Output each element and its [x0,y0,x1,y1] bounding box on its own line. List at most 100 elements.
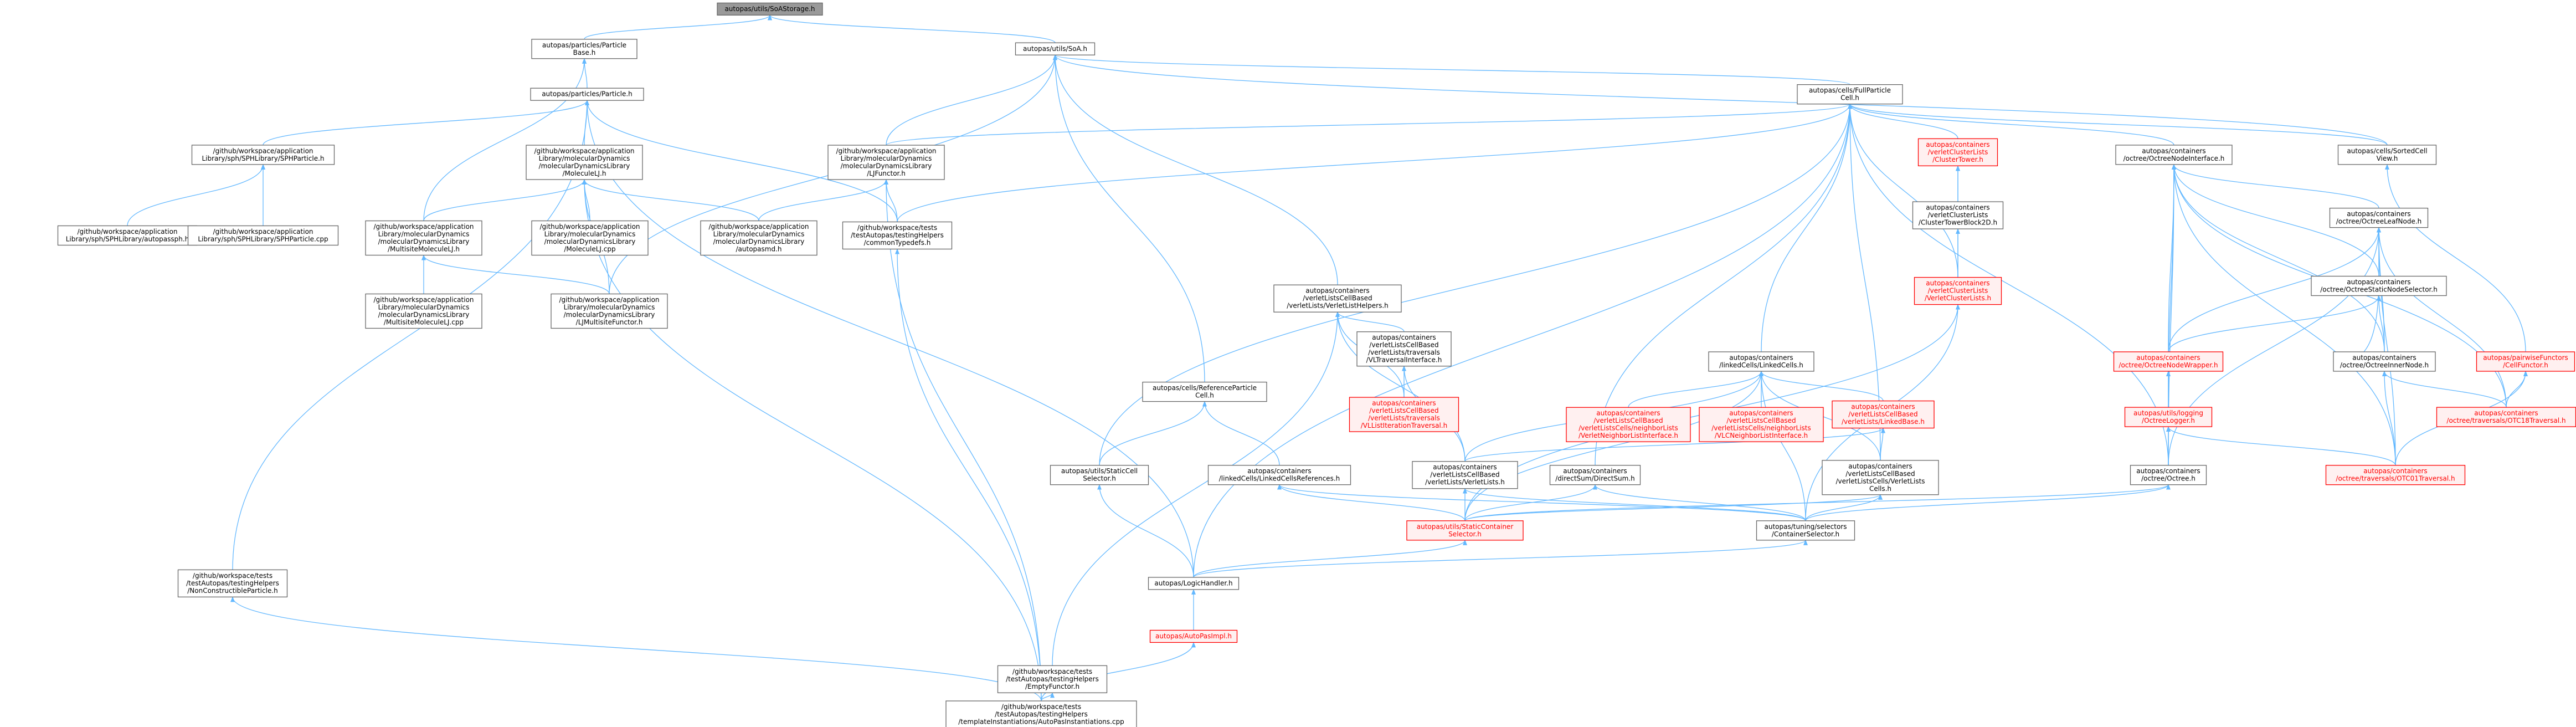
graph-node-onss[interactable]: autopas/containers/octree/OctreeStaticNo… [2311,275,2447,296]
node-label-line: Cells.h [1869,485,1891,493]
graph-node-ph[interactable]: autopas/particles/Particle.h [530,88,644,101]
graph-node-root[interactable]: autopas/utils/SoAStorage.h [717,2,823,16]
graph-node-oct[interactable]: autopas/containers/octree/Octree.h [2130,465,2207,485]
graph-node-oln[interactable]: autopas/containers/octree/OctreeLeafNode… [2329,207,2429,228]
graph-node-mlj[interactable]: /github/workspace/applicationLibrary/mol… [526,145,643,180]
graph-node-amd[interactable]: /github/workspace/applicationLibrary/mol… [700,220,817,256]
graph-node-ncp[interactable]: /github/workspace/tests/testAutopas/test… [177,569,288,598]
graph-node-dsum[interactable]: autopas/containers/directSum/DirectSum.h [1549,465,1641,485]
node-label-line: /templateInstantiations/AutoPasInstantia… [958,718,1124,725]
graph-node-vllit[interactable]: autopas/containers/verletListsCellBased/… [1349,397,1459,432]
dependency-edge-tai-to-ctd [895,248,1042,701]
graph-node-ot01[interactable]: autopas/containers/octree/traversals/OTC… [2325,465,2466,485]
node-box [1273,284,1402,313]
node-box [1756,520,1855,541]
node-label-line: /verletLists/traversals [1368,414,1440,422]
graph-node-ctb[interactable]: autopas/containers/verletClusterLists/Cl… [1912,201,2004,229]
dependency-edge-tcs-to-dsum [1593,484,1806,521]
graph-node-ctd[interactable]: /github/workspace/tests/testAutopas/test… [842,221,953,250]
dependency-edge-ctd-to-ljf [884,179,898,222]
graph-node-ef[interactable]: /github/workspace/tests/testAutopas/test… [997,665,1108,693]
node-label-line: /github/workspace/application [534,147,634,155]
graph-node-sph[interactable]: /github/workspace/applicationLibrary/sph… [191,145,335,165]
graph-node-llc[interactable]: autopas/containers/linkedCells/LinkedCel… [1708,351,1814,372]
graph-node-vltif[interactable]: autopas/containers/verletListsCellBased/… [1356,331,1452,367]
node-label-line: /MoleculeLJ.h [562,170,606,177]
node-box [2311,275,2447,296]
dependency-edge-oin-to-onss [2377,295,2385,352]
node-label-line: Library/sph/SPHLibrary/SPHParticle.h [202,155,324,162]
graph-node-vlcvlc[interactable]: autopas/containers/verletListsCellBased/… [1822,460,1939,495]
node-label-line: /NonConstructibleParticle.h [187,587,278,595]
node-label-line: /github/workspace/tests [857,224,937,232]
graph-node-llcr[interactable]: autopas/containers/linkedCells/LinkedCel… [1207,465,1351,485]
node-label-line: autopas/cells/SortedCell [2347,147,2427,155]
dependency-edge-scs-to-rpc [1099,401,1207,465]
graph-node-vlvl[interactable]: autopas/containers/verletListsCellBased/… [1412,461,1518,489]
graph-node-api[interactable]: autopas/AutoPasImpl.h [1149,629,1238,643]
node-label-line: /testAutopas/testingHelpers [1006,675,1099,683]
node-label-line: /verletLists/LinkedBase.h [1842,418,1925,426]
node-label-line: autopas/containers [1851,403,1915,411]
dependency-edge-ljf-to-fpc [886,103,1852,146]
dependency-edge-ph-to-pb [582,58,588,89]
node-label-line: autopas/particles/Particle [542,41,626,49]
graph-node-cf[interactable]: autopas/pairwiseFunctors/CellFunctor.h [2476,351,2575,372]
node-label-line: autopas/utils/SoA.h [1023,45,1087,53]
graph-node-soa[interactable]: autopas/utils/SoA.h [1015,42,1096,55]
graph-node-vlnli[interactable]: autopas/containers/verletListsCellBased/… [1566,407,1691,442]
node-label-line: /github/workspace/application [708,223,809,231]
graph-node-vllb[interactable]: autopas/containers/verletListsCellBased/… [1832,400,1935,429]
node-label-line: /MultisiteMoleculeLJ.h [388,245,460,253]
node-box [945,700,1137,727]
graph-node-ct[interactable]: autopas/containers/verletClusterLists/Cl… [1917,138,1998,166]
graph-node-vlh[interactable]: autopas/containers/verletListsCellBased/… [1273,284,1402,313]
dependency-edge-tcs-to-vlvl [1463,488,1806,521]
graph-node-ot18[interactable]: autopas/containers/octree/traversals/OTC… [2436,407,2576,427]
graph-node-oin[interactable]: autopas/containers/octree/OctreeInnerNod… [2333,351,2436,372]
graph-node-msml[interactable]: /github/workspace/applicationLibrary/mol… [365,220,482,256]
node-label-line: /LJMultisiteFunctor.h [576,318,643,326]
graph-node-tcs[interactable]: autopas/tuning/selectors/ContainerSelect… [1756,520,1855,541]
node-box [1412,461,1518,489]
graph-node-vcl[interactable]: autopas/containers/verletClusterLists/Ve… [1914,277,2002,305]
node-label-line: /verletListsCellBased [1303,294,1372,302]
graph-node-asph[interactable]: /github/workspace/applicationLibrary/sph… [57,225,198,246]
dependency-edge-tai-to-ef [1041,692,1055,702]
graph-node-logh[interactable]: autopas/LogicHandler.h [1148,577,1240,590]
node-box [717,2,823,16]
dependency-edge-vlcvlc-to-vllb [1880,427,1885,460]
graph-node-ljf[interactable]: /github/workspace/applicationLibrary/mol… [827,145,945,180]
node-label-line: autopas/utils/StaticContainer [1417,523,1514,530]
dependency-edge-llc-to-fpc [1761,103,1852,352]
node-label-line: Selector.h [1448,530,1482,538]
graph-node-ulog[interactable]: autopas/utils/logging/OctreeLogger.h [2124,407,2213,427]
node-label-line: Cell.h [1840,94,1859,102]
node-box [1050,465,1149,485]
graph-node-oni[interactable]: autopas/containers/octree/OctreeNodeInte… [2115,145,2233,165]
graph-node-tai[interactable]: /github/workspace/tests/testAutopas/test… [945,700,1137,727]
node-label-line: /octree/OctreeNodeInterface.h [2123,155,2225,162]
graph-node-msmlcpp[interactable]: /github/workspace/applicationLibrary/mol… [365,293,482,329]
dependency-edge-logh-to-usc [1193,539,1467,578]
node-label-line: autopas/particles/Particle.h [542,90,633,98]
node-label-line: /verletLists/VerletLists.h [1425,478,1505,486]
dependency-edge-onw-to-oln [2168,227,2381,352]
node-label-line: /verletListsCellBased [1848,411,1917,418]
node-box [530,88,644,101]
graph-node-mljcpp[interactable]: /github/workspace/applicationLibrary/mol… [531,220,649,256]
graph-node-lmf[interactable]: /github/workspace/applicationLibrary/mol… [551,293,668,329]
graph-node-onw[interactable]: autopas/containers/octree/OctreeNodeWrap… [2113,351,2224,372]
node-box [2124,407,2213,427]
graph-node-vlcnli[interactable]: autopas/containers/verletListsCellBased/… [1699,407,1824,442]
dependency-edge-vlcvlc-to-fpc [1848,103,1881,460]
node-label-line: /linkedCells/LinkedCells.h [1719,361,1803,369]
node-label-line: Library/sph/SPHLibrary/autopassph.h [66,235,189,243]
graph-node-sphcpp[interactable]: /github/workspace/applicationLibrary/sph… [187,225,339,246]
